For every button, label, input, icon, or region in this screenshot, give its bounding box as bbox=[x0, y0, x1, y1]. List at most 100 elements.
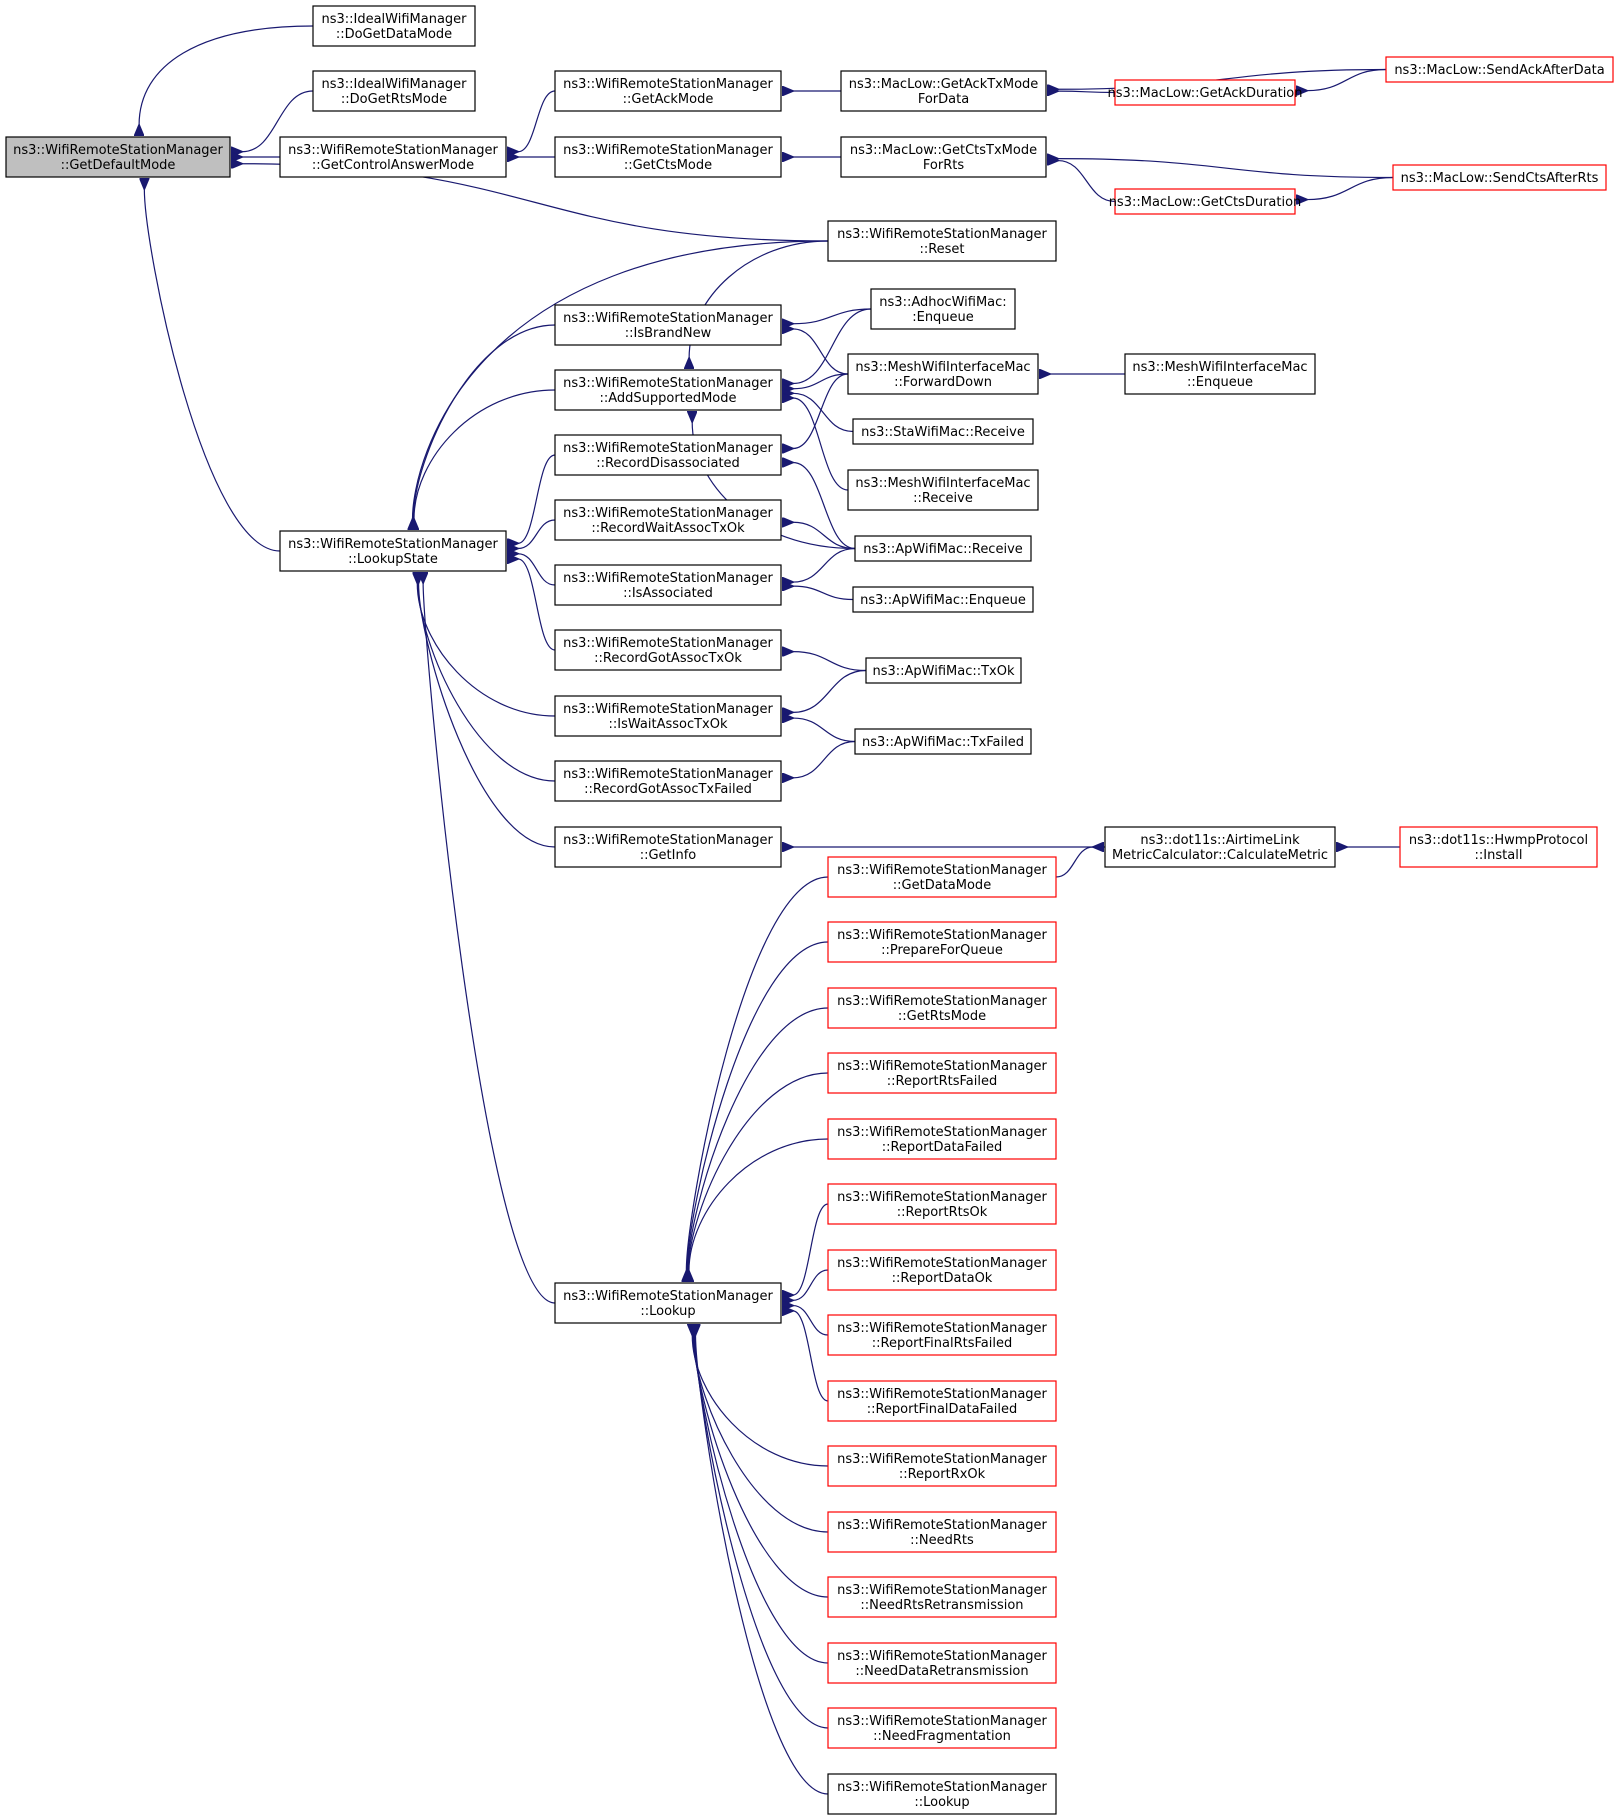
node-need-rts[interactable]: ns3::WifiRemoteStationManager::NeedRts bbox=[827, 1511, 1057, 1553]
node-rec-disassoc[interactable]: ns3::WifiRemoteStationManager::RecordDis… bbox=[554, 434, 782, 476]
node-report-final-data[interactable]: ns3::WifiRemoteStationManager::ReportFin… bbox=[827, 1380, 1057, 1422]
node-report-rts-ok[interactable]: ns3::WifiRemoteStationManager::ReportRts… bbox=[827, 1183, 1057, 1225]
node-label: ::GetCtsMode bbox=[624, 158, 712, 173]
node-label: ns3::MeshWifiInterfaceMac bbox=[1132, 360, 1307, 375]
edge-ack_dur-to-ack_tx bbox=[1058, 91, 1116, 92]
node-adhoc-enq[interactable]: ns3::AdhocWifiMac::Enqueue bbox=[870, 288, 1016, 330]
node-box bbox=[827, 1249, 1057, 1291]
node-label: ns3::WifiRemoteStationManager bbox=[837, 994, 1047, 1009]
node-send-cts[interactable]: ns3::MacLow::SendCtsAfterRts bbox=[1392, 164, 1607, 191]
node-lookup-state[interactable]: ns3::WifiRemoteStationManager::LookupSta… bbox=[279, 530, 507, 572]
node-get-ack[interactable]: ns3::WifiRemoteStationManager::GetAckMod… bbox=[554, 70, 782, 112]
node-box bbox=[1385, 56, 1614, 83]
node-get-rts-mode[interactable]: ns3::WifiRemoteStationManager::GetRtsMod… bbox=[827, 987, 1057, 1029]
node-rec-got-failed[interactable]: ns3::WifiRemoteStationManager::RecordGot… bbox=[554, 760, 782, 802]
node-rec-wait[interactable]: ns3::WifiRemoteStationManager::RecordWai… bbox=[554, 499, 782, 541]
node-report-data-ok[interactable]: ns3::WifiRemoteStationManager::ReportDat… bbox=[827, 1249, 1057, 1291]
node-label: ns3::dot11s::HwmpProtocol bbox=[1409, 833, 1588, 848]
node-lookup2[interactable]: ns3::WifiRemoteStationManager::Lookup bbox=[827, 1773, 1057, 1815]
node-ideal-rts[interactable]: ns3::IdealWifiManager::DoGetRtsMode bbox=[312, 70, 476, 112]
node-get-data-mode[interactable]: ns3::WifiRemoteStationManager::GetDataMo… bbox=[827, 856, 1057, 898]
node-label: ::NeedFragmentation bbox=[873, 1729, 1011, 1744]
edge-prepare_queue-to-lookup bbox=[687, 941, 829, 1271]
node-sta-recv[interactable]: ns3::StaWifiMac::Receive bbox=[852, 418, 1034, 445]
edge-mesh_fwd-to-add_supported bbox=[793, 373, 849, 389]
node-box bbox=[840, 70, 1047, 112]
node-prepare-queue[interactable]: ns3::WifiRemoteStationManager::PrepareFo… bbox=[827, 921, 1057, 963]
node-add-supported[interactable]: ns3::WifiRemoteStationManager::AddSuppor… bbox=[554, 369, 782, 411]
node-box bbox=[827, 921, 1057, 963]
node-get-cts[interactable]: ns3::WifiRemoteStationManager::GetCtsMod… bbox=[554, 136, 782, 178]
node-rec-got[interactable]: ns3::WifiRemoteStationManager::RecordGot… bbox=[554, 629, 782, 671]
node-ap-enq[interactable]: ns3::ApWifiMac::Enqueue bbox=[852, 586, 1034, 613]
edge-lookup-to-lookup_state bbox=[423, 583, 556, 1304]
node-label: ns3::WifiRemoteStationManager bbox=[563, 767, 773, 782]
node-box bbox=[554, 695, 782, 737]
node-root[interactable]: ns3::WifiRemoteStationManager::GetDefaul… bbox=[5, 136, 231, 178]
edge-send_ack-to-ack_dur bbox=[1307, 68, 1387, 91]
node-box bbox=[554, 629, 782, 671]
edge-adhoc_enq-to-add_supported bbox=[793, 308, 872, 384]
node-box bbox=[554, 760, 782, 802]
node-label: ns3::ApWifiMac::TxOk bbox=[872, 664, 1015, 679]
edge-report_data_failed-to-lookup bbox=[689, 1138, 829, 1271]
node-lookup[interactable]: ns3::WifiRemoteStationManager::Lookup bbox=[554, 1282, 782, 1324]
node-ap-recv[interactable]: ns3::ApWifiMac::Receive bbox=[854, 535, 1032, 562]
node-hwmp[interactable]: ns3::dot11s::HwmpProtocol::Install bbox=[1399, 826, 1598, 868]
node-label: ns3::WifiRemoteStationManager bbox=[288, 143, 498, 158]
edge-add_supported-to-lookup_state bbox=[414, 389, 556, 519]
node-label: ns3::WifiRemoteStationManager bbox=[13, 143, 223, 158]
node-box bbox=[870, 288, 1016, 330]
node-need-rts-retx[interactable]: ns3::WifiRemoteStationManager::NeedRtsRe… bbox=[827, 1576, 1057, 1618]
node-box bbox=[1104, 826, 1336, 868]
node-label: ::ReportRxOk bbox=[899, 1467, 986, 1482]
node-label: ::IsAssociated bbox=[623, 586, 713, 601]
node-brand-new[interactable]: ns3::WifiRemoteStationManager::IsBrandNe… bbox=[554, 304, 782, 346]
node-box bbox=[554, 564, 782, 606]
node-label: ns3::dot11s::AirtimeLink bbox=[1140, 833, 1300, 848]
edge-is_wait-to-lookup_state bbox=[417, 583, 556, 717]
node-label: ::Reset bbox=[919, 242, 964, 257]
node-is-assoc[interactable]: ns3::WifiRemoteStationManager::IsAssocia… bbox=[554, 564, 782, 606]
edge-lookup_state-to-root bbox=[144, 189, 281, 552]
edge-get_data_mode-to-airtime bbox=[1055, 847, 1093, 878]
node-label: ::AddSupportedMode bbox=[600, 391, 737, 406]
node-need-frag[interactable]: ns3::WifiRemoteStationManager::NeedFragm… bbox=[827, 1707, 1057, 1749]
node-need-data-retx[interactable]: ns3::WifiRemoteStationManager::NeedDataR… bbox=[827, 1642, 1057, 1684]
node-box bbox=[554, 70, 782, 112]
node-report-data-failed[interactable]: ns3::WifiRemoteStationManager::ReportDat… bbox=[827, 1118, 1057, 1160]
node-ctrl-answer[interactable]: ns3::WifiRemoteStationManager::GetContro… bbox=[279, 136, 507, 178]
edge-ideal_data-to-root bbox=[139, 25, 314, 125]
node-get-info[interactable]: ns3::WifiRemoteStationManager::GetInfo bbox=[554, 826, 782, 868]
edge-ap_recv-to-rec_disassoc bbox=[793, 462, 856, 550]
node-report-rx-ok[interactable]: ns3::WifiRemoteStationManager::ReportRxO… bbox=[827, 1445, 1057, 1487]
edge-get_info-to-lookup_state bbox=[419, 583, 556, 848]
node-ap-txfail[interactable]: ns3::ApWifiMac::TxFailed bbox=[854, 728, 1032, 755]
node-report-final-rts[interactable]: ns3::WifiRemoteStationManager::ReportFin… bbox=[827, 1314, 1057, 1356]
node-ack-dur[interactable]: ns3::MacLow::GetAckDuration bbox=[1108, 79, 1303, 106]
node-mesh-recv[interactable]: ns3::MeshWifiInterfaceMac::Receive bbox=[847, 469, 1039, 511]
node-label: ::GetDefaultMode bbox=[61, 158, 176, 173]
node-box bbox=[827, 1314, 1057, 1356]
edge-rec_wait-to-lookup_state bbox=[518, 519, 556, 549]
edge-need_frag-to-lookup bbox=[695, 1335, 829, 1729]
node-box bbox=[554, 499, 782, 541]
node-box bbox=[854, 728, 1032, 755]
node-airtime[interactable]: ns3::dot11s::AirtimeLinkMetricCalculator… bbox=[1104, 826, 1336, 868]
node-mesh-enq[interactable]: ns3::MeshWifiInterfaceMac::Enqueue bbox=[1124, 353, 1316, 395]
node-is-wait[interactable]: ns3::WifiRemoteStationManager::IsWaitAss… bbox=[554, 695, 782, 737]
node-ap-txok[interactable]: ns3::ApWifiMac::TxOk bbox=[865, 657, 1022, 684]
node-report-rts-failed[interactable]: ns3::WifiRemoteStationManager::ReportRts… bbox=[827, 1052, 1057, 1094]
node-cts-dur[interactable]: ns3::MacLow::GetCtsDuration bbox=[1109, 188, 1302, 215]
node-ideal-data[interactable]: ns3::IdealWifiManager::DoGetDataMode bbox=[312, 5, 476, 47]
node-reset[interactable]: ns3::WifiRemoteStationManager::Reset bbox=[827, 220, 1057, 262]
node-box bbox=[827, 1183, 1057, 1225]
edge-get_data_mode-to-lookup bbox=[686, 876, 829, 1271]
node-label: ns3::MacLow::GetCtsTxMode bbox=[850, 143, 1037, 158]
node-label: ::IsWaitAssocTxOk bbox=[609, 717, 728, 732]
node-mesh-fwd[interactable]: ns3::MeshWifiInterfaceMac::ForwardDown bbox=[847, 353, 1039, 395]
node-send-ack[interactable]: ns3::MacLow::SendAckAfterData bbox=[1385, 56, 1614, 83]
node-box bbox=[1399, 826, 1598, 868]
